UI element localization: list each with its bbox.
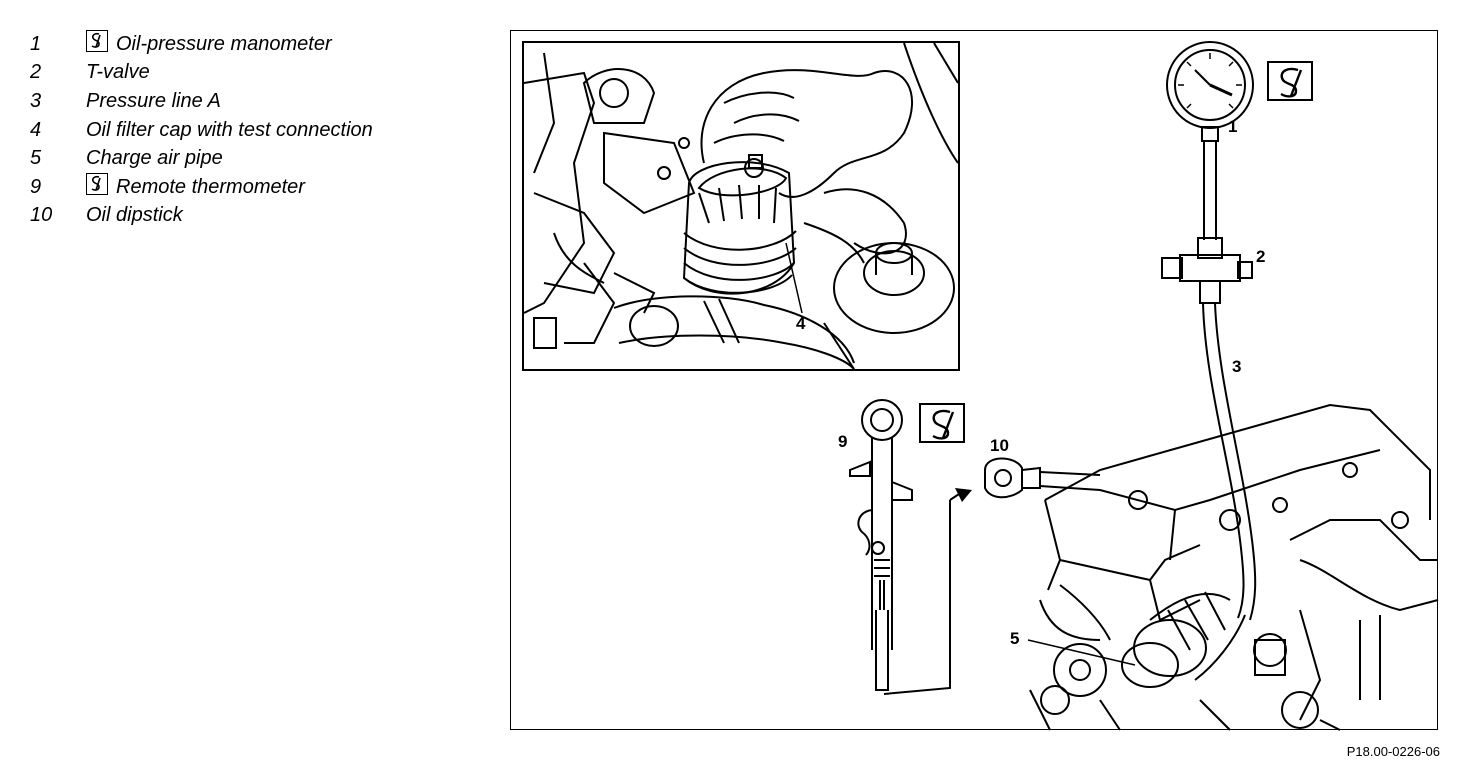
legend-label: Oil-pressure manometer: [116, 32, 332, 55]
callout-1: 1: [1228, 117, 1237, 136]
callout-4: 4: [796, 314, 806, 333]
legend-item-9: 9 Remote thermometer: [30, 173, 373, 202]
figure-reference: P18.00-0226-06: [1346, 744, 1440, 759]
legend-number: 2: [30, 61, 42, 84]
figure-frame: [510, 30, 1438, 730]
legend-number: 4: [30, 118, 42, 141]
legend-item-10: 10 Oil dipstick: [30, 202, 373, 231]
legend-item-4: 4 Oil filter cap with test connection: [30, 116, 373, 145]
legend-label: Oil filter cap with test connection: [86, 118, 373, 141]
callout-10: 10: [990, 436, 1009, 455]
special-tool-icon: [86, 173, 108, 196]
legend-number: 10: [30, 204, 53, 227]
oil-pressure-manometer: [1166, 41, 1254, 259]
legend-number: 3: [30, 89, 42, 112]
parts-legend: 1 Oil-pressure manometer 2 T-valve 3 Pre…: [30, 30, 373, 230]
legend-item-5: 5 Charge air pipe: [30, 144, 373, 173]
engine-block: [1029, 403, 1439, 731]
callout-3: 3: [1232, 357, 1241, 376]
oil-dipstick-handle: [984, 457, 1101, 499]
pressure-line: [1202, 302, 1257, 621]
legend-number: 9: [30, 175, 42, 198]
remote-thermometer: [849, 399, 951, 695]
special-tool-icon: [1267, 61, 1313, 101]
legend-item-3: 3 Pressure line A: [30, 87, 373, 116]
arrow-icon: [955, 488, 972, 502]
callout-5: 5: [1010, 629, 1019, 648]
callout-9: 9: [838, 432, 847, 451]
oil-filter-drawing: 4: [524, 43, 958, 369]
special-tool-icon: [86, 30, 108, 53]
t-valve: [1161, 254, 1253, 304]
legend-number: 5: [30, 147, 42, 170]
legend-number: 1: [30, 32, 42, 55]
legend-item-2: 2 T-valve: [30, 59, 373, 88]
legend-item-1: 1 Oil-pressure manometer: [30, 30, 373, 59]
callout-2: 2: [1256, 247, 1265, 266]
special-tool-icon: [919, 403, 965, 443]
legend-label: T-valve: [86, 61, 150, 84]
legend-label: Oil dipstick: [86, 204, 183, 227]
legend-label: Charge air pipe: [86, 147, 223, 170]
legend-label: Pressure line A: [86, 89, 221, 112]
legend-label: Remote thermometer: [116, 175, 305, 198]
inset-oil-filter-detail: 4: [522, 41, 960, 371]
